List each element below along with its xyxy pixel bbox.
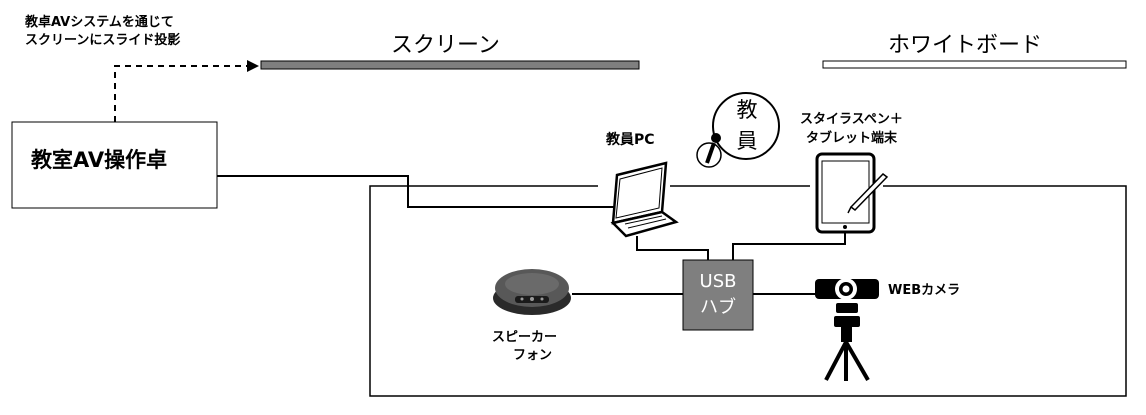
tripod-icon: [824, 327, 870, 382]
av-desk-label: 教室AV操作卓: [31, 148, 168, 172]
pc-to-hub-cable: [636, 236, 709, 260]
webcam-icon: [815, 278, 879, 327]
usb-hub-box: [682, 259, 754, 331]
laptop-icon: [610, 161, 679, 238]
microphone-label-line1: 教: [736, 98, 758, 122]
speakerphone-label-line2: フォン: [513, 348, 553, 363]
screen-label: スクリーン: [391, 33, 500, 58]
av-to-pc-cable: [217, 175, 622, 208]
tablet-label-line1: スタイラスペン＋: [800, 112, 903, 127]
whiteboard-bar: [822, 60, 1127, 69]
microphone-label-line2: 員: [736, 129, 758, 153]
stylus-icon: [847, 173, 889, 214]
webcam-label: WEBカメラ: [888, 283, 961, 298]
projection-arrow-line: [114, 65, 250, 122]
tablet-to-hub-cable: [732, 232, 846, 260]
projection-note-line1: 教卓AVシステムを通じて: [25, 15, 174, 30]
usb-hub-label-line2: ハブ: [700, 297, 736, 318]
whiteboard-label: ホワイトボード: [888, 33, 1043, 58]
tablet-label-line2: タブレット端末: [806, 131, 898, 146]
usb-hub-label-line1: USB: [699, 271, 737, 292]
projection-note-line2: スクリーンにスライド投影: [25, 33, 181, 48]
projection-arrow-head: [247, 60, 259, 72]
speakerphone-label-line1: スピーカー: [492, 330, 558, 345]
microphone-icon: [696, 92, 780, 168]
tablet-icon: [815, 152, 876, 234]
speakerphone-icon: [493, 269, 571, 315]
av-desk-box: [11, 121, 218, 209]
laptop-label: 教員PC: [606, 132, 655, 148]
screen-bar: [260, 60, 640, 70]
